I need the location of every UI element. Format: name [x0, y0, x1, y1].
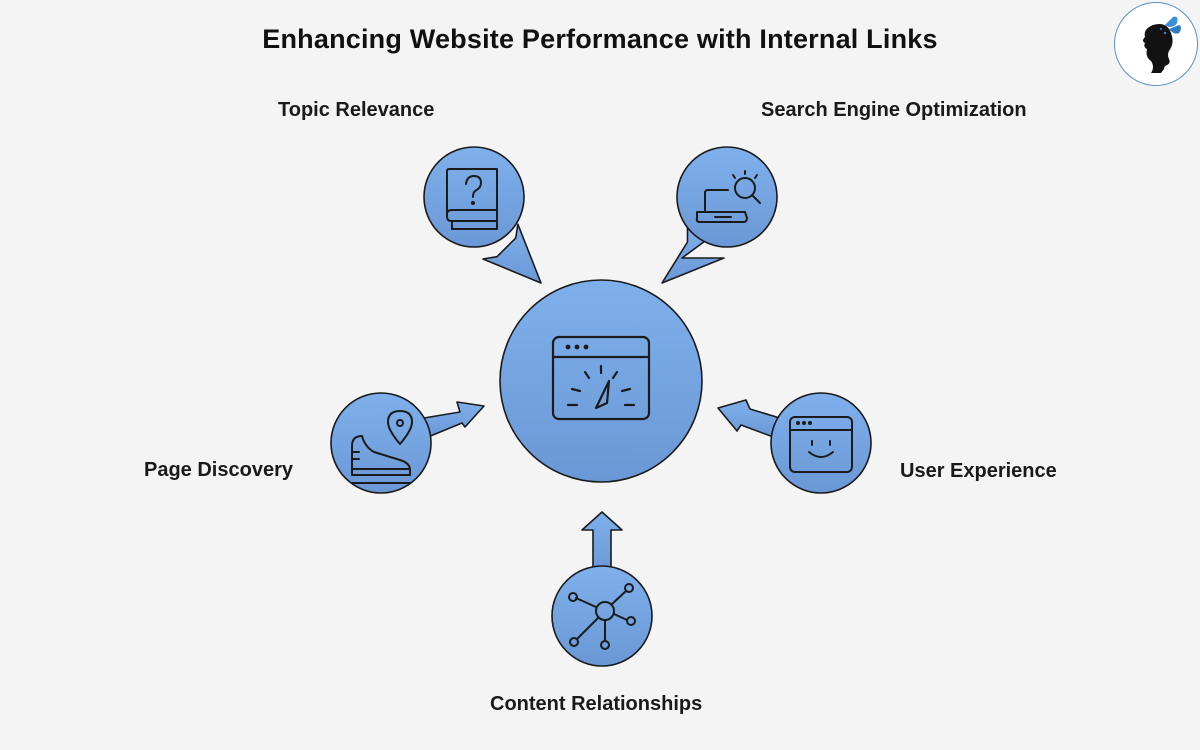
laptop-search-icon — [695, 170, 761, 223]
page-title: Enhancing Website Performance with Inter… — [262, 24, 938, 54]
label-page-discovery: Page Discovery — [144, 459, 293, 481]
label-content-relationships: Content Relationships — [490, 693, 703, 715]
arrow-topic-relevance — [482, 223, 542, 284]
node-seo — [676, 146, 778, 248]
node-topic-relevance — [423, 146, 525, 248]
label-topic-relevance: Topic Relevance — [278, 99, 435, 121]
node-page-discovery — [330, 392, 432, 494]
node-user-experience — [770, 392, 872, 494]
arrow-user-experience — [717, 399, 784, 439]
center-hub — [499, 279, 703, 483]
label-seo: Search Engine Optimization — [761, 99, 1027, 121]
brand-logo — [1114, 2, 1198, 86]
question-book-icon — [446, 168, 498, 230]
label-user-experience: User Experience — [900, 460, 1057, 482]
map-pin-shoe-icon — [351, 410, 413, 484]
network-nodes-icon — [568, 583, 636, 650]
smiley-browser-icon — [789, 416, 853, 473]
woman-silhouette-butterfly-logo — [1143, 16, 1181, 73]
website-speedometer-icon — [551, 335, 651, 421]
node-content-relationships — [551, 565, 653, 667]
arrow-page-discovery — [423, 401, 485, 438]
arrow-content-relationships — [581, 511, 623, 573]
